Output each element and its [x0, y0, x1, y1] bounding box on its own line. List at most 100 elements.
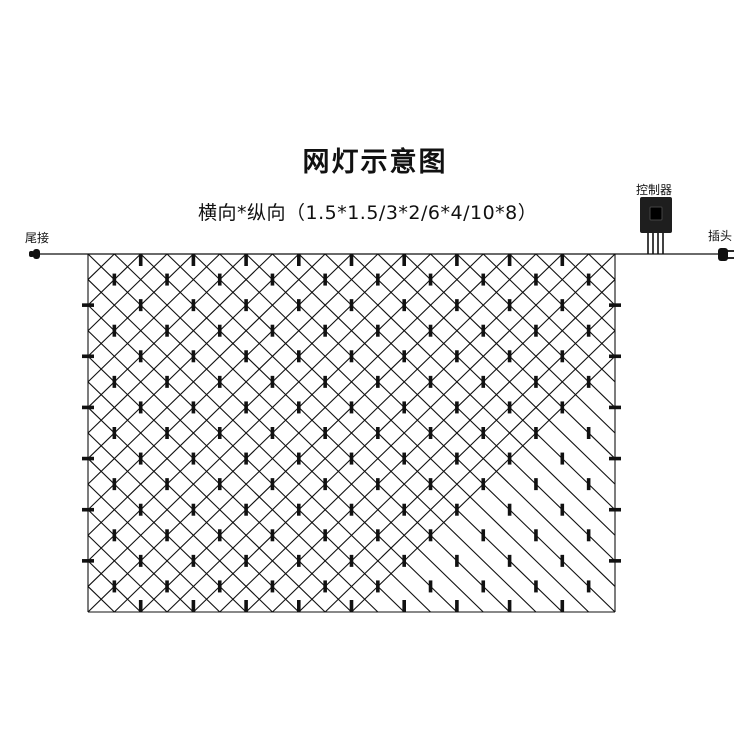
bulb-icon [138, 452, 143, 465]
bulb-icon [82, 559, 94, 563]
size-spec-text: 横向*纵向（1.5*1.5/3*2/6*4/10*8） [198, 202, 538, 224]
bulb-icon [82, 507, 94, 512]
bulb-icon [481, 273, 486, 286]
bulb-icon [376, 273, 380, 286]
bulb-icon [586, 427, 591, 439]
bulb-icon [138, 503, 143, 516]
bulb-icon [534, 580, 538, 593]
bulb-icon [376, 580, 380, 593]
bulb-icon [270, 529, 275, 542]
diagram-title: 网灯示意图 [302, 147, 448, 178]
net-wire [88, 254, 273, 434]
bulb-icon [244, 350, 248, 363]
bulb-icon [297, 452, 301, 465]
bulb-icon [112, 375, 117, 388]
bulb-icon [376, 427, 380, 439]
bulb-icon [112, 427, 117, 439]
net-wire [88, 254, 115, 281]
bulb-icon [112, 273, 117, 286]
bulb-icon [297, 401, 301, 414]
bulb-icon [217, 478, 222, 491]
bulb-icon [507, 401, 512, 414]
bulb-icon [560, 299, 565, 312]
bulb-icon [481, 529, 486, 542]
bulb-icon [244, 600, 248, 612]
bulb-icon [349, 254, 354, 266]
net-wire [0, 254, 62, 612]
net-wire [614, 254, 615, 255]
bulb-icon [191, 600, 196, 612]
bulb-icon [165, 529, 169, 542]
bulb-icon [82, 303, 94, 307]
net-wire [88, 406, 300, 612]
bulb-icon [244, 401, 248, 414]
bulb-icon [297, 299, 301, 312]
bulb-icon [609, 354, 621, 359]
bulb-icon [349, 600, 354, 612]
bulb-icon [428, 427, 433, 439]
bulb-icon [428, 580, 433, 593]
bulb-icon [323, 375, 327, 388]
bulb-icon [586, 478, 591, 491]
bulb-icon [586, 273, 591, 286]
bulb-icon [560, 600, 565, 612]
bulb-icon [560, 350, 565, 363]
net-diagonal-wires [0, 254, 750, 612]
bulb-icon [376, 375, 380, 388]
net-wire [88, 254, 194, 358]
bulb-icon [534, 529, 538, 542]
bulb-icon [138, 350, 143, 363]
bulb-icon [402, 299, 406, 312]
net-wire [0, 254, 9, 612]
bulb-icon [609, 405, 621, 410]
bulb-icon [244, 299, 248, 312]
bulb-icon [323, 529, 327, 542]
net-wire [535, 254, 615, 332]
bulb-icon [165, 427, 169, 439]
bulb-icon [402, 350, 406, 363]
bulb-icon [165, 478, 169, 491]
bulb-icon [244, 554, 248, 567]
bulb-icon [455, 554, 459, 567]
bulb-icon [455, 452, 459, 465]
bulb-icon [481, 375, 486, 388]
plug-icon [718, 248, 734, 261]
bulb-icon [112, 529, 117, 542]
bulb-icon [270, 478, 275, 491]
bulb-icon [217, 273, 222, 286]
net-wire [0, 254, 9, 612]
bulb-icon [244, 503, 248, 516]
bulb-icon [138, 401, 143, 414]
bulb-icon [165, 273, 169, 286]
bulb-icon [507, 299, 512, 312]
bulb-icon [376, 529, 380, 542]
bulb-icon [586, 324, 591, 337]
bulb-icon [138, 299, 143, 312]
bulb-icon [165, 324, 169, 337]
bulb-icon [349, 350, 354, 363]
net-wire [272, 278, 615, 612]
bulb-icon [191, 350, 196, 363]
bulb-icon [112, 478, 117, 491]
net-wire [88, 560, 142, 612]
bulb-icon [481, 478, 486, 491]
bulb-icon [560, 401, 565, 414]
net-wire [0, 254, 35, 612]
bulb-icon [112, 580, 117, 593]
net-wire [166, 254, 537, 612]
net-wire [113, 254, 484, 612]
bulb-icon [507, 452, 512, 465]
bulb-icon [428, 324, 433, 337]
net-wire [88, 381, 326, 612]
bulb-icon [534, 375, 538, 388]
net-wire [88, 254, 89, 255]
net-wire [641, 254, 750, 612]
bulb-icon [428, 478, 433, 491]
bulb-icon [428, 273, 433, 286]
bulb-icon [323, 324, 327, 337]
bulb-icon [455, 503, 459, 516]
bulb-icon [609, 303, 621, 307]
bulb-icon [244, 254, 248, 266]
